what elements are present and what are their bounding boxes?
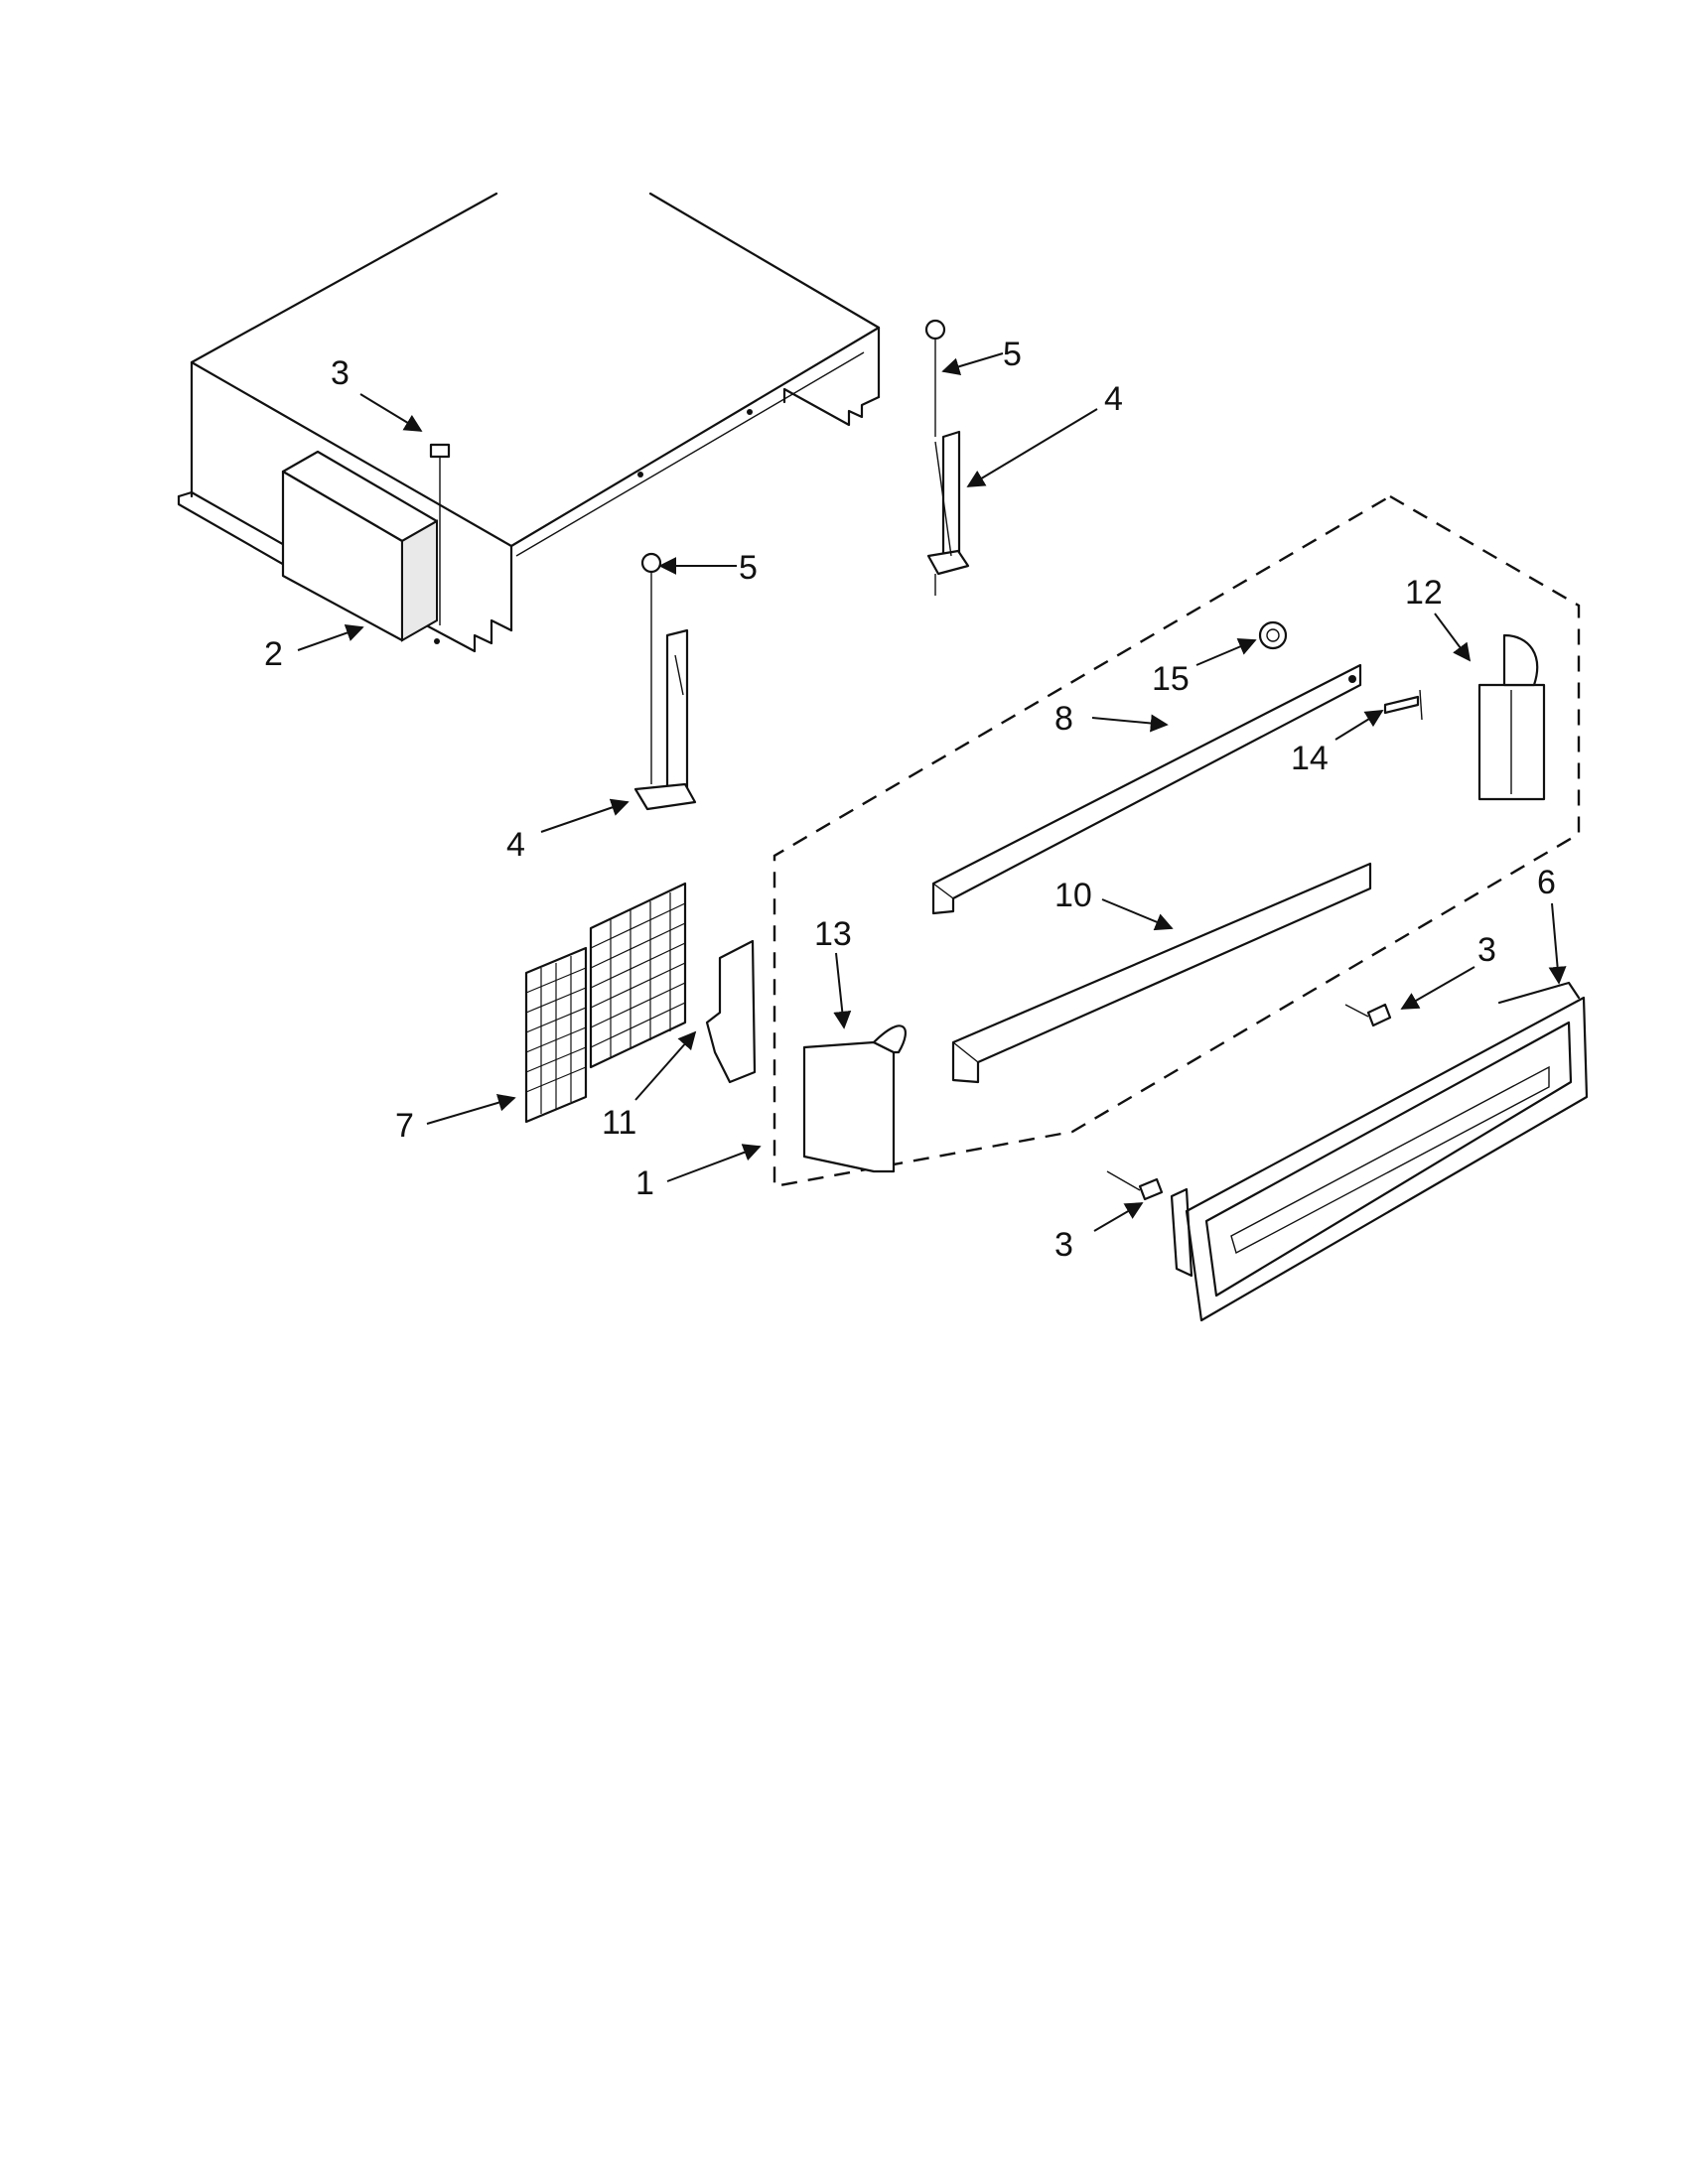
callout-13: 13 <box>814 915 852 953</box>
leader-3-upper <box>359 393 423 432</box>
leader-8 <box>634 1030 697 1101</box>
callout-3-upper: 3 <box>331 354 350 392</box>
front-panel-part-6 <box>1170 981 1589 1322</box>
screw-part-5-right <box>924 319 946 437</box>
callout-6: 6 <box>1537 864 1556 901</box>
leader-14 <box>1334 710 1384 741</box>
nut-part-15 <box>1258 620 1288 650</box>
bracket-part-4-left <box>633 628 697 811</box>
leader-3-lower <box>1093 1202 1144 1232</box>
leader-lines <box>297 352 1567 1232</box>
callout-3-right: 3 <box>1477 931 1496 969</box>
bracket-part-4-right <box>926 430 970 596</box>
callout-8: 11 <box>602 1104 636 1142</box>
end-cap-part-12 <box>1477 633 1546 801</box>
leader-11 <box>1091 714 1169 733</box>
channel-part-11 <box>931 663 1362 915</box>
insulation-part-8 <box>705 939 757 1084</box>
leader-13 <box>833 952 852 1029</box>
leader-10 <box>1101 898 1174 931</box>
grille-part-7-grid <box>525 956 587 1114</box>
grille-frame-part-7 <box>589 882 687 1069</box>
leader-2 <box>297 623 364 651</box>
callout-5-right: 5 <box>1003 336 1022 373</box>
cabinet-housing <box>177 192 881 653</box>
callout-5-left: 5 <box>739 549 758 587</box>
channel-part-10 <box>951 862 1372 1084</box>
bolt-part-14 <box>1383 689 1423 721</box>
control-box-part-2 <box>281 450 439 642</box>
assembly-boundary-part-1 <box>772 494 1581 1188</box>
callout-10: 10 <box>1054 877 1092 914</box>
leader-7 <box>426 1093 516 1125</box>
screw-part-5-left <box>640 552 662 784</box>
leader-5-right <box>941 352 1004 375</box>
callout-4-left: 4 <box>506 826 525 864</box>
leader-12 <box>1434 613 1472 662</box>
callout-2: 2 <box>264 635 283 673</box>
leader-6 <box>1548 902 1567 985</box>
leader-3-right <box>1400 966 1475 1010</box>
callout-7: 7 <box>395 1107 414 1145</box>
callout-15: 15 <box>1152 660 1190 698</box>
leader-15 <box>1195 638 1257 666</box>
screw-part-3-right <box>1344 1003 1392 1027</box>
screw-part-3-upper <box>429 443 451 625</box>
callout-12: 12 <box>1405 574 1443 612</box>
callout-4-right: 4 <box>1104 380 1123 418</box>
callout-3-lower: 3 <box>1054 1226 1073 1264</box>
screw-part-3-lower <box>1106 1170 1164 1201</box>
grille-part-7 <box>524 946 588 1124</box>
leader-4-right <box>966 408 1098 487</box>
callout-1: 1 <box>635 1164 654 1202</box>
callout-11: 8 <box>1054 700 1073 738</box>
callout-14: 14 <box>1291 740 1329 777</box>
leader-1 <box>666 1144 762 1182</box>
callout-labels: 3 5 4 5 2 4 15 8 14 12 10 13 6 3 7 11 1 … <box>264 336 1556 1264</box>
leader-4-left <box>540 798 630 833</box>
end-cap-part-13 <box>802 1024 907 1173</box>
